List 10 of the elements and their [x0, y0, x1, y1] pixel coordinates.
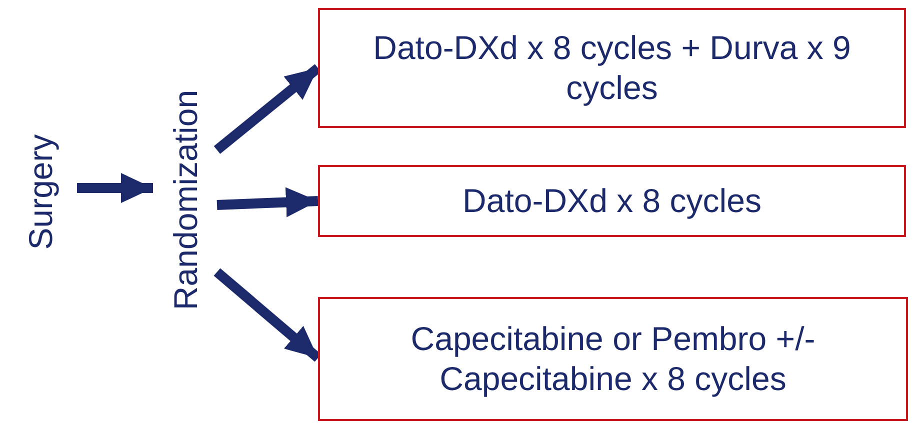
step-label: Randomization: [166, 90, 206, 310]
arm-text: Dato-DXd x 8 cycles + Durva x 9 cycles: [372, 28, 852, 108]
step-label: Surgery: [21, 134, 60, 250]
arm-text: Dato-DXd x 8 cycles: [462, 181, 762, 221]
arm-text: Capecitabine or Pembro +/- Capecitabine x 8 cycles: [410, 319, 816, 399]
treatment-arm-box: [318, 8, 906, 128]
treatment-arm-box: [318, 297, 908, 421]
treatment-arm-box: [318, 165, 906, 237]
arrow: [216, 187, 318, 218]
arrow: [77, 173, 153, 203]
